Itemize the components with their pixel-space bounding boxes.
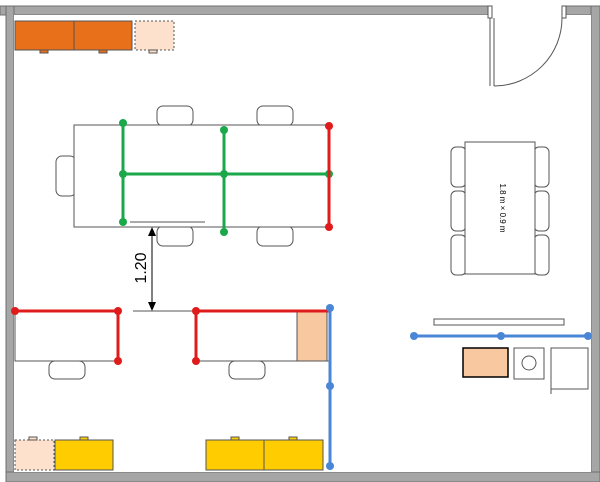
route-node [325, 122, 333, 130]
route-node [326, 462, 334, 470]
wall-left [5, 5, 15, 482]
chair [450, 234, 467, 276]
chair [48, 360, 86, 380]
storage-box [134, 20, 175, 51]
chair [450, 146, 467, 188]
route-node [114, 357, 122, 365]
meeting-table [450, 141, 550, 276]
storage-box [462, 347, 509, 378]
route-node [11, 307, 19, 315]
chair [156, 105, 194, 127]
shelf [433, 318, 565, 326]
route-node [497, 332, 505, 340]
wall-bottom [5, 471, 600, 482]
bin-circle [521, 355, 537, 371]
route-node [119, 170, 127, 178]
route-node [220, 126, 228, 134]
chair [533, 190, 550, 232]
chair [228, 360, 266, 380]
table [464, 141, 536, 275]
chair [256, 105, 294, 127]
dimension-label: 1.20 [133, 252, 150, 283]
chair [55, 155, 77, 197]
storage-box [14, 439, 55, 471]
cabinet-orange [14, 20, 75, 51]
wall-right [590, 5, 600, 482]
top-left-cabinets [14, 20, 175, 54]
route-node [192, 357, 200, 365]
chair [533, 234, 550, 276]
route-node [119, 119, 127, 127]
desk [73, 124, 331, 228]
chair [156, 225, 194, 247]
desk [14, 310, 120, 362]
printer [550, 347, 589, 390]
route-node [192, 307, 200, 315]
wall-top-left [0, 5, 493, 16]
route-node [326, 304, 334, 312]
cabinet-orange [73, 20, 133, 51]
route-node [119, 218, 127, 226]
bottom-cabinets [14, 436, 324, 471]
door [487, 5, 567, 87]
cabinet-yellow [263, 439, 324, 471]
route-node [114, 307, 122, 315]
cabinet-yellow [205, 439, 265, 471]
route-node [584, 332, 592, 340]
route-node [220, 228, 228, 236]
desk-cluster-main [55, 105, 331, 247]
route-node [410, 332, 418, 340]
table-size-label: 1.8 m × 0.9 m [498, 183, 507, 232]
route-blue [326, 304, 592, 470]
route-red [11, 122, 333, 365]
cabinet-yellow [54, 439, 114, 471]
route-green [119, 119, 333, 236]
chair [533, 146, 550, 188]
chair [450, 190, 467, 232]
chair [256, 225, 294, 247]
desk-lower-left [14, 310, 120, 380]
equipment-right [433, 318, 589, 394]
route-node [326, 382, 334, 390]
route-node [325, 223, 333, 231]
route-node [220, 170, 228, 178]
storage-box [296, 310, 328, 362]
